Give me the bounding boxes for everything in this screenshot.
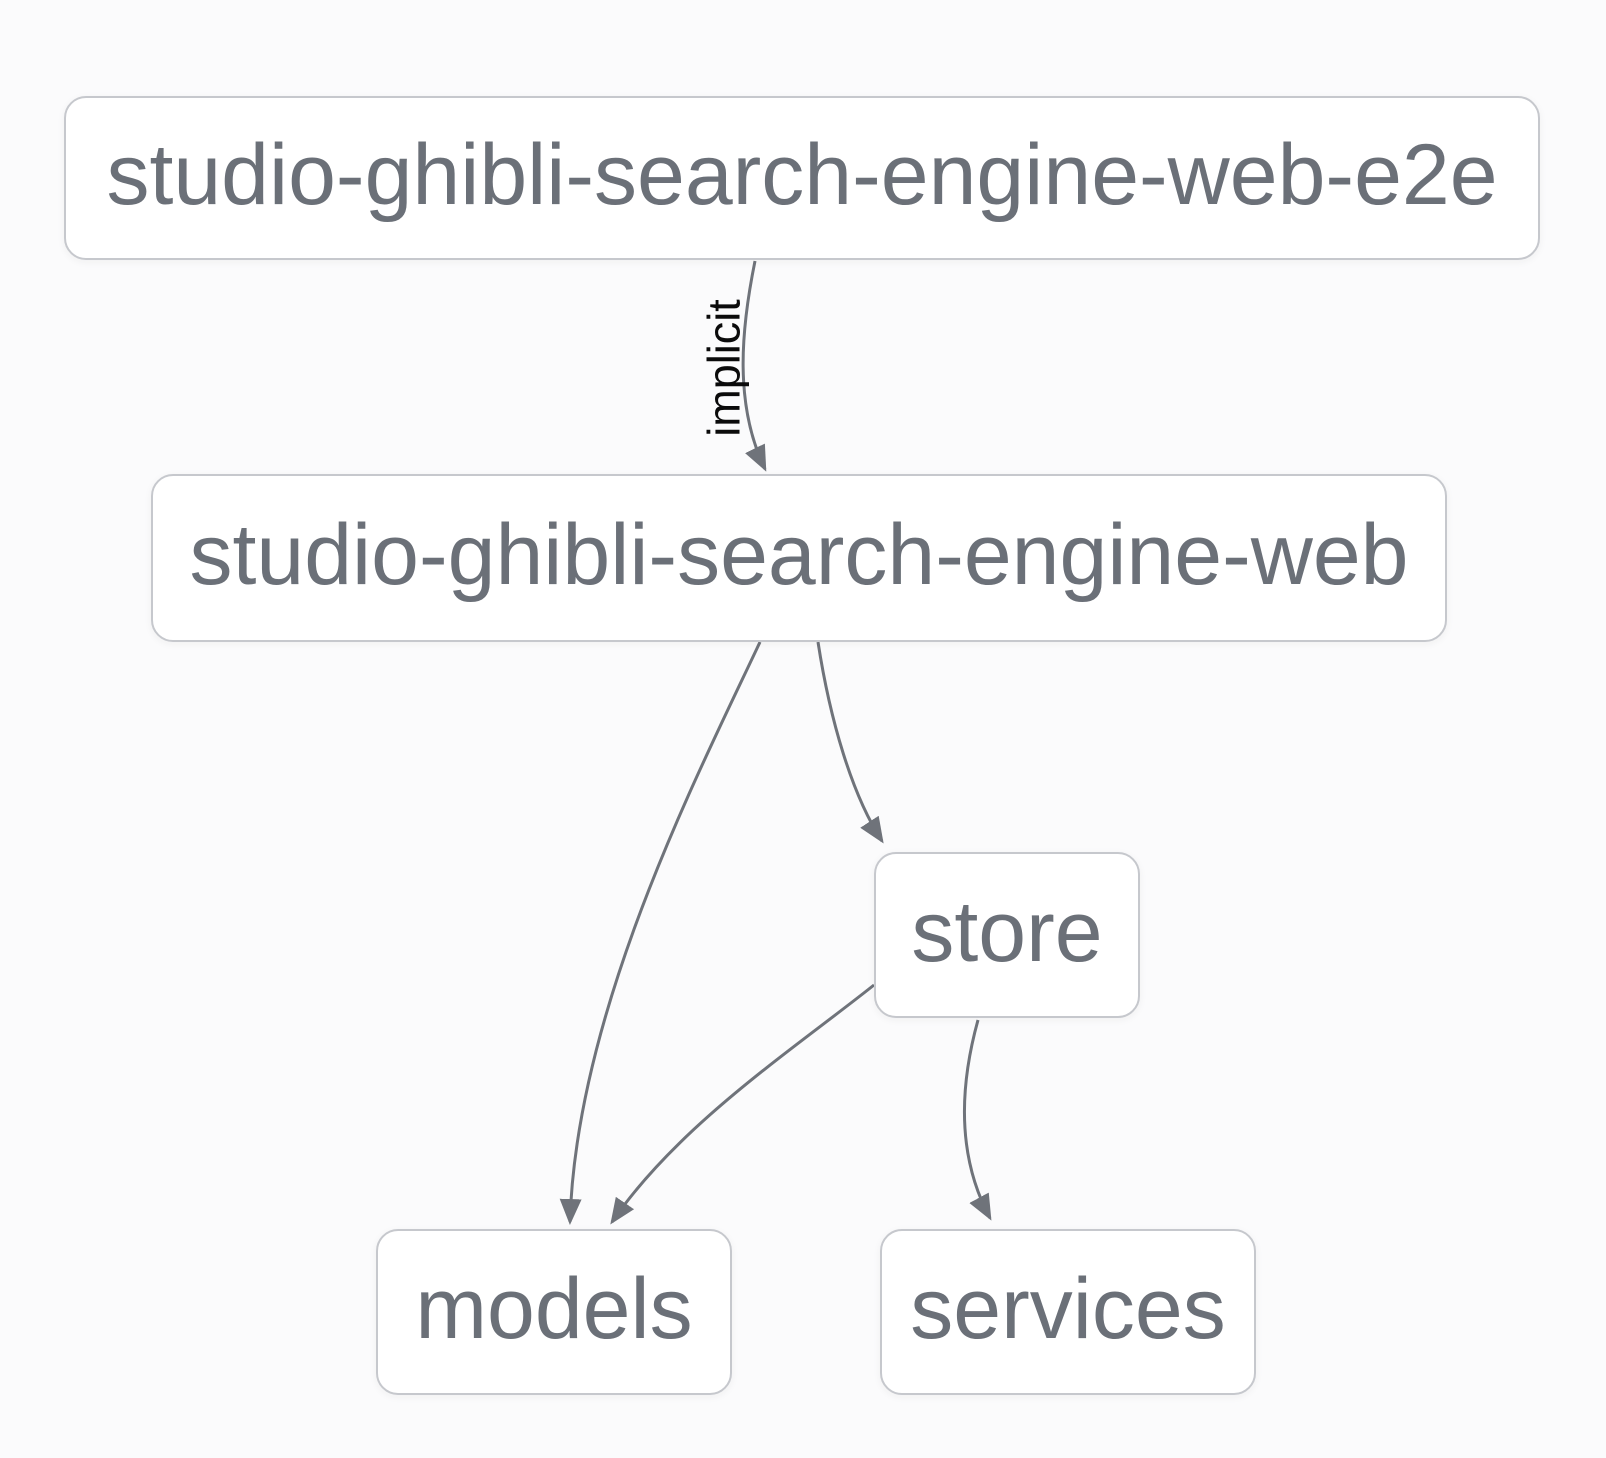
node-services[interactable]: services (880, 1229, 1256, 1395)
edge-store-to-models (610, 983, 875, 1225)
node-label: store (911, 884, 1103, 980)
node-studio-ghibli-search-engine-web-e2e[interactable]: studio-ghibli-search-engine-web-e2e (64, 96, 1540, 260)
node-label: models (415, 1261, 693, 1357)
node-label: studio-ghibli-search-engine-web (189, 507, 1409, 603)
node-label: services (910, 1261, 1226, 1357)
edge-web-to-models (559, 641, 762, 1225)
node-studio-ghibli-search-engine-web[interactable]: studio-ghibli-search-engine-web (151, 474, 1447, 642)
node-store[interactable]: store (874, 852, 1140, 1018)
edge-label-implicit: implicit (698, 299, 750, 437)
edge-web-to-store (816, 641, 884, 844)
node-label: studio-ghibli-search-engine-web-e2e (106, 127, 1498, 223)
edge-store-to-services (962, 1019, 992, 1221)
node-models[interactable]: models (376, 1229, 732, 1395)
